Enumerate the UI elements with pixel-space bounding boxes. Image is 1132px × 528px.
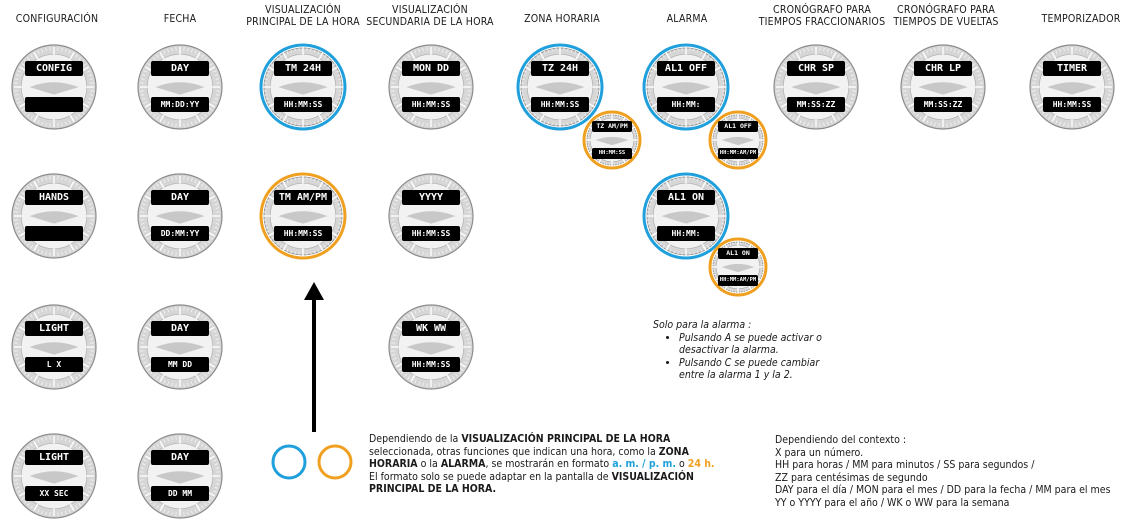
lcd-bottom-display: XX SEC <box>25 486 83 501</box>
lcd-bottom-display <box>25 97 83 112</box>
header-visualizacion-secundaria: VISUALIZACIÓN SECUNDARIA DE LA HORA <box>366 4 494 28</box>
header-fecha: FECHA <box>163 13 197 25</box>
lcd-bottom-display <box>25 226 83 241</box>
lcd-top-display: AL1 ON <box>718 248 758 259</box>
header-zona-horaria: ZONA HORARIA <box>524 13 600 25</box>
watch-config: BREITLINGCONFIG <box>10 43 98 131</box>
lcd-bottom-display: MM:SS:ZZ <box>914 97 972 112</box>
watch-fecha-4: BREITLINGDAYDD MM <box>136 432 224 520</box>
lcd-bottom-display: HH:MM: <box>657 97 715 112</box>
lcd-bottom-display: HH:MM:SS <box>402 97 460 112</box>
lcd-bottom-display: MM DD <box>151 357 209 372</box>
watch-light-2: BREITLINGLIGHTXX SEC <box>10 432 98 520</box>
lcd-top-display: YYYY <box>402 190 460 205</box>
watch-light-1: BREITLINGLIGHTL X <box>10 303 98 391</box>
lcd-top-display: AL1 ON <box>657 190 715 205</box>
lcd-bottom-display: MM:SS:ZZ <box>787 97 845 112</box>
lcd-top-display: DAY <box>151 61 209 76</box>
lcd-bottom-display: HH:MM:SS <box>592 148 632 159</box>
header-temporizador: TEMPORIZADOR <box>1041 13 1121 25</box>
lcd-top-display: CHR SP <box>787 61 845 76</box>
watch-fecha-1: BREITLINGDAYMM:DD:YY <box>136 43 224 131</box>
watch-hands: BREITLINGHANDS <box>10 172 98 260</box>
alarm-note-bullet: Pulsando C se puede cambiar entre la ala… <box>679 357 873 382</box>
lcd-top-display: DAY <box>151 450 209 465</box>
alarm-note-bullet: Pulsando A se puede activar o desactivar… <box>679 332 873 357</box>
context-line: DAY para el día / MON para el mes / DD p… <box>775 484 1111 496</box>
lcd-top-display: TM 24H <box>274 61 332 76</box>
lcd-bottom-display: MM:DD:YY <box>151 97 209 112</box>
lcd-top-display: AL1 OFF <box>657 61 715 76</box>
lcd-bottom-display: HH:MM:SS <box>402 357 460 372</box>
lcd-top-display: TM AM/PM <box>274 190 332 205</box>
context-line: HH para horas / MM para minutos / SS par… <box>775 459 1035 471</box>
watch-fecha-2: BREITLINGDAYDD:MM:YY <box>136 172 224 260</box>
lcd-top-display: AL1 OFF <box>718 121 758 132</box>
watch-temporizador: BREITLINGTIMERHH:MM:SS <box>1028 43 1116 131</box>
lcd-bottom-display: HH:MM:SS <box>402 226 460 241</box>
context-note: Dependiendo del contexto : X para un núm… <box>775 434 1132 509</box>
up-arrow-icon <box>304 282 324 432</box>
lcd-bottom-display: HH:MM:SS <box>274 226 332 241</box>
header-visualizacion-principal: VISUALIZACIÓN PRINCIPAL DE LA HORA <box>246 4 360 28</box>
context-line: Dependiendo del contexto : <box>775 434 907 446</box>
lcd-top-display: WK WW <box>402 321 460 336</box>
lcd-bottom-display: HH:MM:SS <box>1043 97 1101 112</box>
lcd-bottom-display: HH:MM: <box>657 226 715 241</box>
watch-secundaria-2: BREITLINGYYYYHH:MM:SS <box>387 172 475 260</box>
context-line: X para un número. <box>775 446 864 459</box>
lcd-top-display: CHR LP <box>914 61 972 76</box>
lcd-top-display: TIMER <box>1043 61 1101 76</box>
lcd-bottom-display: DD:MM:YY <box>151 226 209 241</box>
header-alarma: ALARMA <box>666 13 708 25</box>
lcd-top-display: LIGHT <box>25 321 83 336</box>
lcd-bottom-display: DD MM <box>151 486 209 501</box>
lcd-top-display: CONFIG <box>25 61 83 76</box>
format-note: Dependiendo de la VISUALIZACIÓN PRINCIPA… <box>369 433 715 495</box>
legend-circles-icon <box>271 444 353 480</box>
lcd-top-display: DAY <box>151 321 209 336</box>
context-line: YY o YYYY para el año / WK o WW para la … <box>775 496 1010 509</box>
lcd-top-display: TZ 24H <box>531 61 589 76</box>
lcd-top-display: MON DD <box>402 61 460 76</box>
header-cronografo-vueltas: CRONÓGRAFO PARA TIEMPOS DE VUELTAS <box>893 4 999 28</box>
context-line: ZZ para centésimas de segundo <box>775 471 928 484</box>
lcd-top-display: DAY <box>151 190 209 205</box>
lcd-bottom-display: HH:MM:SS <box>274 97 332 112</box>
lcd-top-display: HANDS <box>25 190 83 205</box>
alarm-note: Solo para la alarma : Pulsando A se pued… <box>653 319 873 382</box>
header-configuracion: CONFIGURACIÓN <box>15 13 99 25</box>
lcd-top-display: LIGHT <box>25 450 83 465</box>
alarm-note-title: Solo para la alarma : <box>653 319 752 331</box>
lcd-bottom-display: HH:MM:SS <box>531 97 589 112</box>
watch-fecha-3: BREITLINGDAYMM DD <box>136 303 224 391</box>
lcd-bottom-display: L X <box>25 357 83 372</box>
lcd-bottom-display: HH:MM:AM/PM <box>718 275 758 286</box>
lcd-bottom-display: HH:MM:AM/PM <box>718 148 758 159</box>
lcd-top-display: TZ AM/PM <box>592 121 632 132</box>
header-cronografo-fraccionarios: CRONÓGRAFO PARA TIEMPOS FRACCIONARIOS <box>758 4 886 28</box>
